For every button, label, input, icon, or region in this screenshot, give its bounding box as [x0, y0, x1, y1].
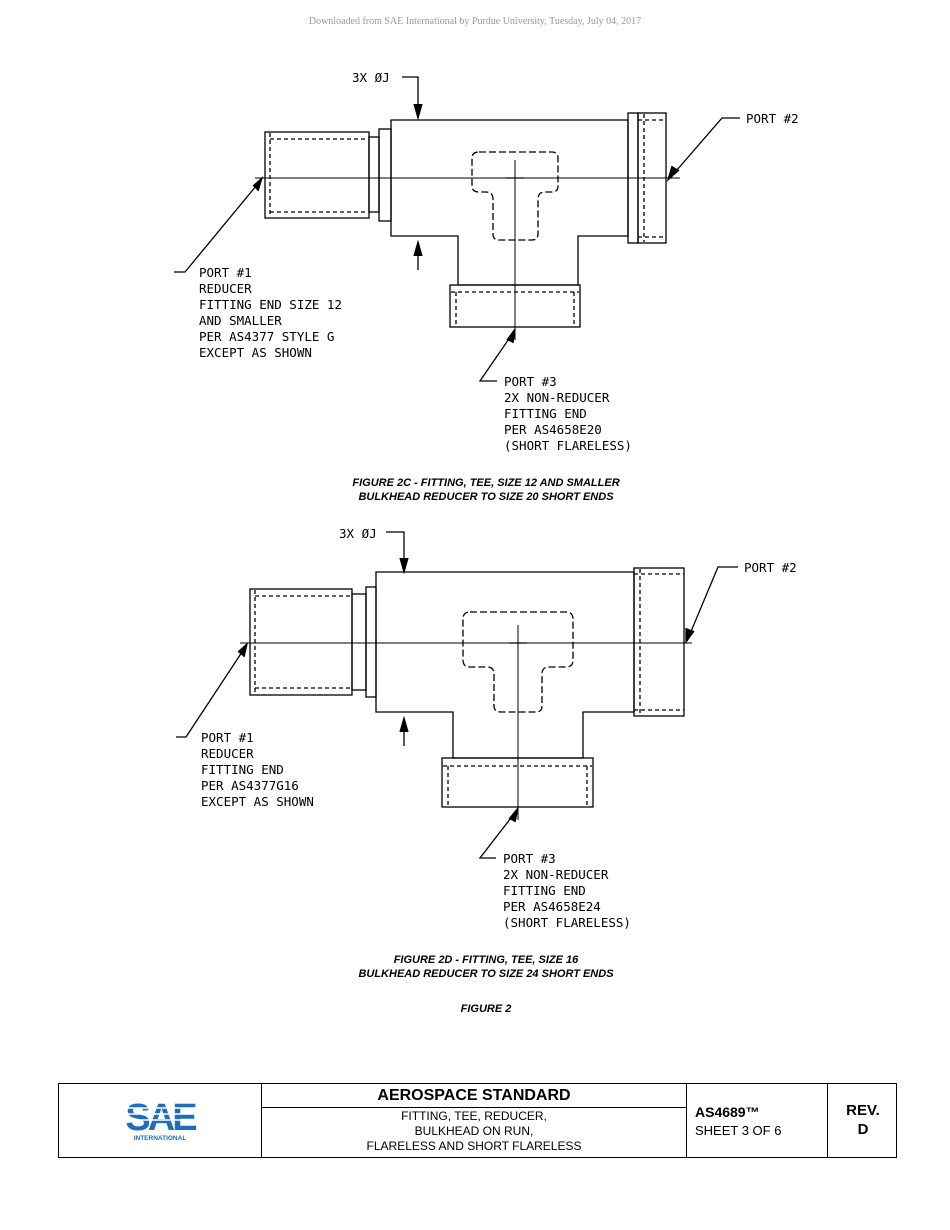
sheet-number: SHEET 3 OF 6 [695, 1123, 782, 1138]
svg-text:FITTING END: FITTING END [201, 762, 284, 777]
port-2-flange [633, 567, 685, 717]
svg-text:PORT #3: PORT #3 [504, 374, 557, 389]
figure-2c-caption: FIGURE 2C - FITTING, TEE, SIZE 12 AND SM… [352, 477, 620, 503]
port-1-threaded-end [249, 586, 377, 698]
svg-text:EXCEPT AS SHOWN: EXCEPT AS SHOWN [199, 345, 312, 360]
svg-text:FITTING END SIZE 12: FITTING END SIZE 12 [199, 297, 342, 312]
svg-text:PER AS4377G16: PER AS4377G16 [201, 778, 299, 793]
port-1-note: PORT #1 REDUCER FITTING END PER AS4377G1… [201, 730, 314, 809]
svg-text:EXCEPT AS SHOWN: EXCEPT AS SHOWN [201, 794, 314, 809]
svg-text:PORT #1: PORT #1 [201, 730, 254, 745]
svg-text:PER AS4658E24: PER AS4658E24 [503, 899, 601, 914]
svg-text:FITTING END: FITTING END [503, 883, 586, 898]
port-1-threaded-end [264, 128, 392, 222]
tee-cavity [471, 151, 559, 241]
tee-body [375, 571, 635, 759]
svg-text:2X NON-REDUCER: 2X NON-REDUCER [503, 867, 609, 882]
svg-text:PORT #3: PORT #3 [503, 851, 556, 866]
svg-text:INTERNATIONAL: INTERNATIONAL [134, 1135, 187, 1142]
document-number: AS4689™ [695, 1104, 760, 1120]
svg-text:FITTING END: FITTING END [504, 406, 587, 421]
download-watermark: Downloaded from SAE International by Pur… [308, 16, 642, 27]
svg-text:AND SMALLER: AND SMALLER [199, 313, 282, 328]
port-3-note: PORT #3 2X NON-REDUCER FITTING END PER A… [504, 374, 632, 453]
svg-text:REDUCER: REDUCER [199, 281, 252, 296]
svg-text:2X NON-REDUCER: 2X NON-REDUCER [504, 390, 610, 405]
svg-text:(SHORT FLARELESS): (SHORT FLARELESS) [504, 438, 632, 453]
title-block: SAE INTERNATIONAL AEROSPACE STANDARD FIT… [58, 1083, 897, 1158]
svg-text:PER AS4377 STYLE G: PER AS4377 STYLE G [199, 329, 334, 344]
figure-2d-caption: FIGURE 2D - FITTING, TEE, SIZE 16 BULKHE… [358, 954, 614, 980]
port-1-note: PORT #1 REDUCER FITTING END SIZE 12 AND … [199, 265, 342, 360]
document-title: FITTING, TEE, REDUCER, BULKHEAD ON RUN, … [366, 1109, 582, 1153]
svg-text:PORT #1: PORT #1 [199, 265, 252, 280]
svg-text:REDUCER: REDUCER [201, 746, 254, 761]
title-cell: AEROSPACE STANDARD FITTING, TEE, REDUCER… [262, 1084, 687, 1157]
tee-cavity [462, 611, 574, 713]
svg-text:PER AS4658E20: PER AS4658E20 [504, 422, 602, 437]
svg-text:(SHORT FLARELESS): (SHORT FLARELESS) [503, 915, 631, 930]
sae-logo: SAE INTERNATIONAL [125, 1097, 199, 1142]
dimension-label: 3X ØJ [339, 526, 377, 541]
revision-cell: REV. D [828, 1084, 898, 1157]
document-number-cell: AS4689™ SHEET 3 OF 6 [687, 1084, 828, 1157]
dimension-label: 3X ØJ [352, 70, 390, 85]
svg-text:SAE: SAE [125, 1097, 196, 1139]
sae-logo-cell: SAE INTERNATIONAL [59, 1084, 262, 1157]
figure-2-caption: FIGURE 2 [460, 1003, 512, 1015]
figure-2d-drawing: 3X ØJ PORT #2 PORT #1 REDUCER FITTING EN… [176, 526, 797, 930]
revision-label: REV. D [846, 1102, 880, 1138]
port-2-label: PORT #2 [744, 560, 797, 575]
port-2-label: PORT #2 [746, 111, 799, 126]
standard-type: AEROSPACE STANDARD [262, 1084, 686, 1108]
port-3-note: PORT #3 2X NON-REDUCER FITTING END PER A… [503, 851, 631, 930]
tee-body [390, 119, 629, 286]
figure-2c-drawing: 3X ØJ PORT #2 PORT #1 REDUCER FITTING EN… [174, 70, 799, 453]
